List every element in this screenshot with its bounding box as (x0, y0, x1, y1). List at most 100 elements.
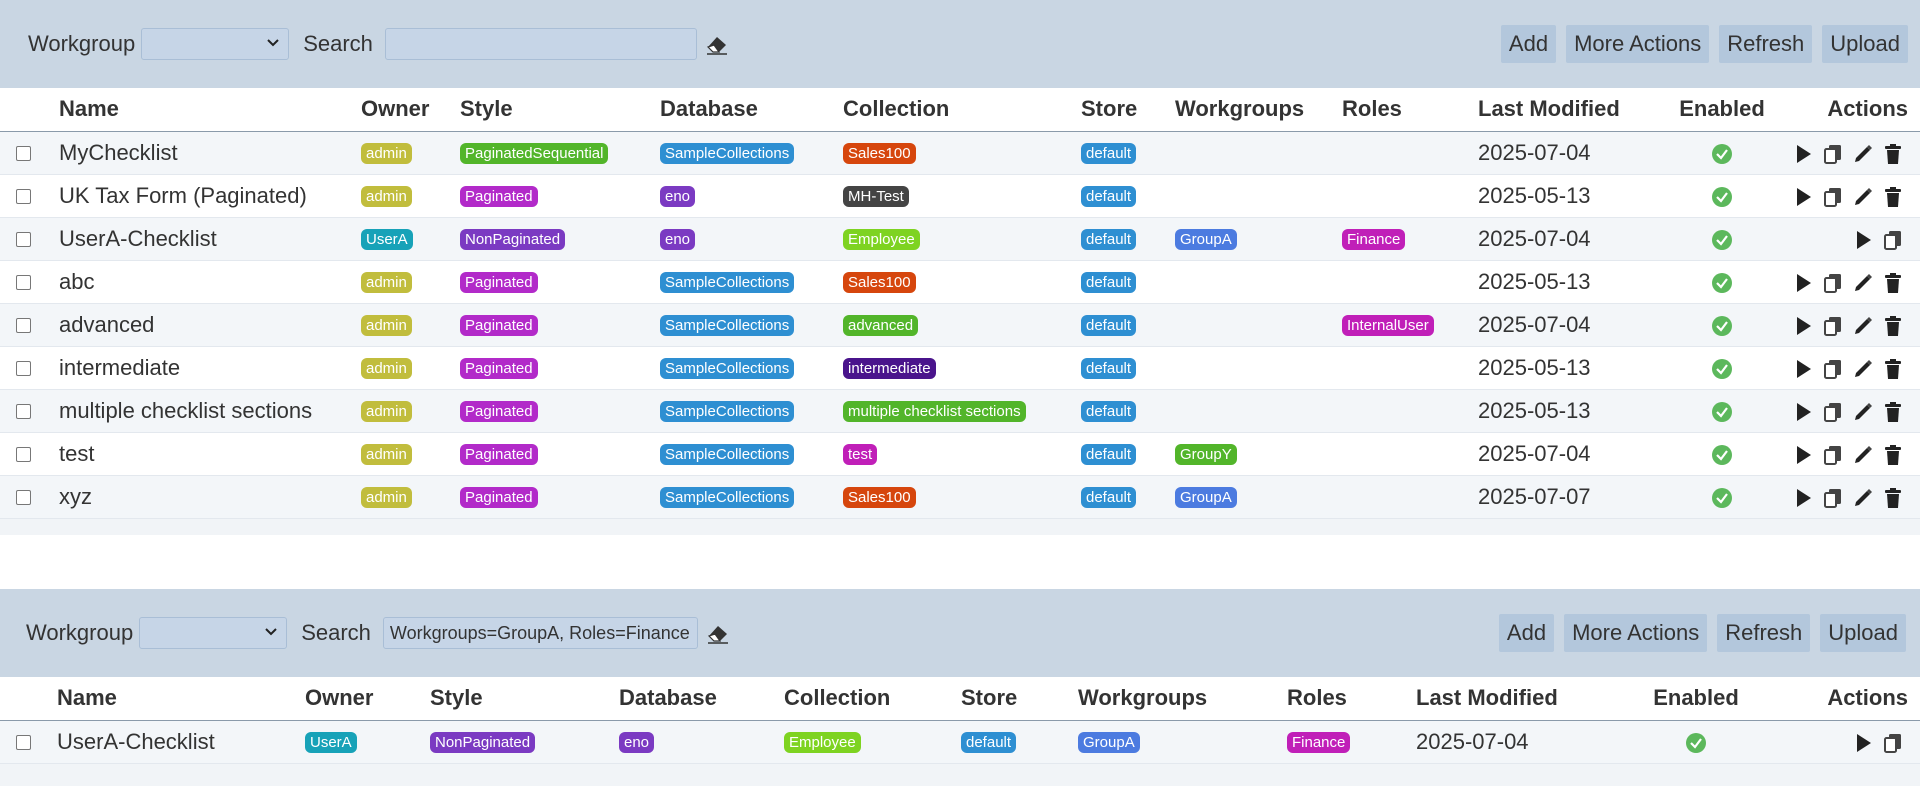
eraser-icon[interactable] (706, 622, 730, 644)
play-icon[interactable] (1792, 315, 1814, 337)
name-cell[interactable]: intermediate (59, 346, 361, 390)
edit-icon[interactable] (1852, 401, 1874, 423)
row-checkbox[interactable] (16, 490, 31, 506)
name-cell[interactable]: UserA-Checklist (59, 217, 361, 261)
play-icon[interactable] (1792, 487, 1814, 509)
name-cell[interactable]: abc (59, 260, 361, 304)
col-collection[interactable]: Collection (843, 88, 1081, 132)
col-database[interactable]: Database (619, 677, 784, 721)
copy-icon[interactable] (1822, 143, 1844, 165)
row-checkbox[interactable] (16, 318, 31, 334)
col-workgroups[interactable]: Workgroups (1078, 677, 1287, 721)
workgroup-select[interactable] (139, 617, 288, 649)
play-icon[interactable] (1792, 186, 1814, 208)
search-input[interactable] (384, 28, 697, 60)
row-checkbox[interactable] (16, 361, 31, 377)
col-database[interactable]: Database (660, 88, 843, 132)
refresh-button[interactable]: Refresh (1719, 25, 1813, 63)
copy-icon[interactable] (1822, 358, 1844, 380)
copy-icon[interactable] (1822, 186, 1844, 208)
add-button[interactable]: Add (1500, 25, 1557, 63)
row-checkbox[interactable] (16, 447, 31, 463)
play-icon[interactable] (1792, 272, 1814, 294)
col-owner[interactable]: Owner (305, 677, 430, 721)
name-cell[interactable]: MyChecklist (59, 131, 361, 175)
trash-icon[interactable] (1882, 143, 1904, 165)
play-icon[interactable] (1792, 401, 1814, 423)
name-cell[interactable]: test (59, 432, 361, 476)
more-actions-button[interactable]: More Actions (1566, 25, 1710, 63)
col-roles[interactable]: Roles (1342, 88, 1478, 132)
row-checkbox[interactable] (16, 189, 31, 205)
edit-icon[interactable] (1852, 487, 1874, 509)
edit-icon[interactable] (1852, 444, 1874, 466)
row-checkbox[interactable] (16, 232, 31, 248)
row-checkbox[interactable] (16, 404, 31, 420)
copy-icon[interactable] (1882, 732, 1904, 754)
copy-icon[interactable] (1822, 401, 1844, 423)
row-checkbox[interactable] (16, 275, 31, 291)
col-collection[interactable]: Collection (784, 677, 961, 721)
add-button[interactable]: Add (1498, 614, 1555, 652)
trash-icon[interactable] (1882, 487, 1904, 509)
play-icon[interactable] (1792, 358, 1814, 380)
name-cell[interactable]: advanced (59, 303, 361, 347)
search-input[interactable] (382, 617, 698, 649)
col-style[interactable]: Style (430, 677, 619, 721)
play-icon[interactable] (1792, 143, 1814, 165)
col-enabled[interactable]: Enabled (1636, 677, 1756, 721)
edit-icon[interactable] (1852, 315, 1874, 337)
edit-icon[interactable] (1852, 272, 1874, 294)
play-icon[interactable] (1852, 732, 1874, 754)
edit-icon[interactable] (1852, 143, 1874, 165)
col-last-modified[interactable]: Last Modified (1416, 677, 1636, 721)
trash-icon[interactable] (1882, 358, 1904, 380)
more-actions-button[interactable]: More Actions (1564, 614, 1708, 652)
upload-button[interactable]: Upload (1820, 614, 1906, 652)
copy-icon[interactable] (1822, 487, 1844, 509)
trash-icon[interactable] (1882, 444, 1904, 466)
copy-icon[interactable] (1822, 315, 1844, 337)
upload-button[interactable]: Upload (1822, 25, 1908, 63)
name-cell[interactable]: multiple checklist sections (59, 389, 361, 433)
refresh-button[interactable]: Refresh (1717, 614, 1811, 652)
col-roles[interactable]: Roles (1287, 677, 1416, 721)
col-workgroups[interactable]: Workgroups (1175, 88, 1342, 132)
eraser-icon[interactable] (705, 33, 729, 55)
col-enabled[interactable]: Enabled (1660, 88, 1784, 132)
copy-icon[interactable] (1882, 229, 1904, 251)
col-store[interactable]: Store (1081, 88, 1175, 132)
name-cell[interactable]: UK Tax Form (Paginated) (59, 174, 361, 218)
play-icon[interactable] (1852, 229, 1874, 251)
row-checkbox[interactable] (16, 735, 31, 751)
col-style[interactable]: Style (460, 88, 660, 132)
col-name[interactable]: Name (57, 677, 305, 721)
name-cell[interactable]: xyz (59, 475, 361, 519)
col-last-modified[interactable]: Last Modified (1478, 88, 1660, 132)
play-icon[interactable] (1792, 444, 1814, 466)
col-name[interactable]: Name (59, 88, 361, 132)
trash-icon[interactable] (1882, 401, 1904, 423)
name-cell[interactable]: UserA-Checklist (57, 720, 305, 764)
copy-icon[interactable] (1822, 444, 1844, 466)
trash-icon[interactable] (1882, 272, 1904, 294)
edit-icon[interactable] (1852, 358, 1874, 380)
workgroup-select[interactable] (141, 28, 290, 60)
trash-icon[interactable] (1882, 186, 1904, 208)
copy-icon[interactable] (1822, 272, 1844, 294)
col-store[interactable]: Store (961, 677, 1078, 721)
row-checkbox[interactable] (16, 146, 31, 162)
trash-icon[interactable] (1882, 315, 1904, 337)
edit-icon[interactable] (1852, 186, 1874, 208)
col-owner[interactable]: Owner (361, 88, 460, 132)
